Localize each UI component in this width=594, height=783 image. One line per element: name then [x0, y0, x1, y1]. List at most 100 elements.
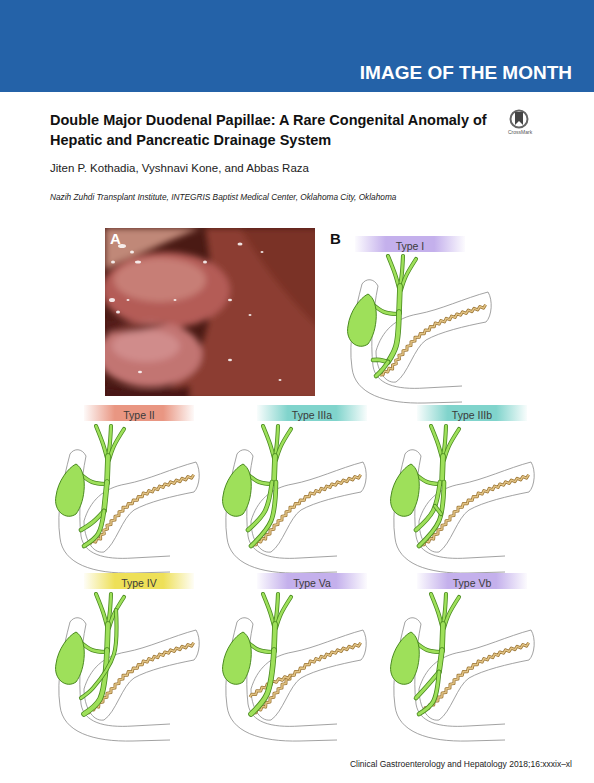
crossmark-label: CrossMark [508, 129, 532, 135]
gallbladder [56, 464, 85, 516]
type-label-pill: Type II [84, 405, 194, 421]
bile-duct [263, 426, 274, 458]
gallbladder [391, 632, 420, 684]
author-list: Jiten P. Kothadia, Vyshnavi Kone, and Ab… [50, 161, 309, 175]
mucosa [105, 228, 315, 396]
duodenum-outline [362, 280, 378, 286]
bile-duct [419, 482, 444, 546]
bile-duct [107, 456, 108, 483]
gallbladder [223, 632, 252, 684]
bile-duct [376, 362, 388, 376]
light-reflex [135, 261, 141, 264]
duct-outline [107, 456, 108, 483]
duct-outline [251, 482, 276, 546]
duct-outline [439, 650, 442, 672]
gallbladder [56, 632, 85, 684]
biliary-schematic [223, 426, 367, 573]
bile-duct [107, 624, 108, 651]
type-label-pill: Type IV [84, 573, 194, 589]
panel-letter: B [330, 230, 341, 248]
gallbladder [391, 464, 420, 516]
duct-outline [431, 594, 442, 626]
duct-outline [431, 426, 442, 458]
pancreas-outline [419, 462, 534, 552]
light-reflex [249, 314, 252, 316]
duct-outline [276, 597, 291, 628]
duct-outline [419, 672, 439, 714]
light-reflex [238, 243, 243, 246]
bile-duct [431, 426, 442, 458]
pancreas-outline [84, 462, 199, 552]
duct-outline [251, 650, 274, 714]
light-reflex [109, 298, 115, 302]
journal-citation: Clinical Gastroenterology and Hepatology… [350, 759, 572, 770]
bile-duct [431, 594, 442, 626]
duodenum-outline [405, 450, 421, 456]
light-reflex [228, 359, 232, 361]
duct-outline [401, 259, 416, 290]
duct-outline [276, 429, 291, 460]
type-label: Type II [123, 407, 155, 423]
duodenum-outline [70, 450, 86, 456]
light-reflex [111, 261, 115, 264]
light-reflex [130, 251, 134, 254]
duct-outline [419, 482, 444, 546]
bile-duct [81, 610, 117, 698]
mucosa-wall [240, 228, 315, 330]
article-title: Double Major Duodenal Papillae: A Rare C… [50, 110, 502, 150]
duct-outline [96, 594, 107, 626]
type-label: Type I [396, 238, 425, 254]
duct-outline [388, 312, 399, 362]
bile-duct [109, 429, 124, 460]
panel-letter: A [110, 230, 121, 248]
light-reflex [203, 261, 207, 264]
duct-outline [388, 256, 399, 288]
pancreas-outline [251, 630, 366, 720]
bile-duct [442, 624, 443, 651]
bile-duct [399, 286, 400, 313]
papilla-sheen [114, 258, 206, 302]
light-reflex [279, 379, 282, 381]
duct-outline [376, 362, 388, 376]
light-reflex [127, 299, 130, 301]
upper-papilla [105, 252, 230, 328]
duodenum-outline [405, 618, 421, 624]
bile-duct [276, 429, 291, 460]
bile-duct [444, 429, 459, 460]
duct-outline [444, 429, 459, 460]
duct-outline [274, 624, 275, 651]
duct-outline [442, 624, 443, 651]
bile-duct [251, 482, 276, 546]
bile-duct [96, 594, 107, 626]
biliary-schematic [223, 594, 367, 741]
duct-outline [435, 506, 441, 514]
bile-duct [251, 650, 274, 714]
bile-duct [419, 672, 439, 714]
duodenum-outline [70, 618, 86, 624]
duodenum-outline [237, 450, 253, 456]
biliary-schematic [348, 256, 492, 403]
bile-duct [274, 456, 275, 483]
bile-duct [84, 511, 104, 546]
bile-duct [96, 426, 107, 458]
light-reflex [174, 299, 177, 301]
type-label: Type Vb [453, 575, 492, 591]
type-label: Type IIIa [292, 407, 332, 423]
type-label-pill: Type Va [257, 573, 367, 589]
duct-outline [96, 426, 107, 458]
type-label-pill: Type I [355, 236, 465, 252]
duct-outline [81, 610, 117, 698]
bile-duct [388, 312, 399, 362]
type-label-pill: Type IIIb [417, 405, 527, 421]
duct-outline [399, 286, 400, 313]
papilla-fold [105, 318, 170, 333]
duct-outline [444, 597, 459, 628]
crossmark-bookmark [515, 112, 523, 125]
bile-duct [276, 597, 291, 628]
bile-duct [274, 624, 275, 651]
gallbladder [348, 294, 377, 346]
duct-outline [104, 482, 107, 511]
duct-outline [263, 594, 274, 626]
light-reflex [261, 251, 264, 253]
bile-duct [388, 256, 399, 288]
